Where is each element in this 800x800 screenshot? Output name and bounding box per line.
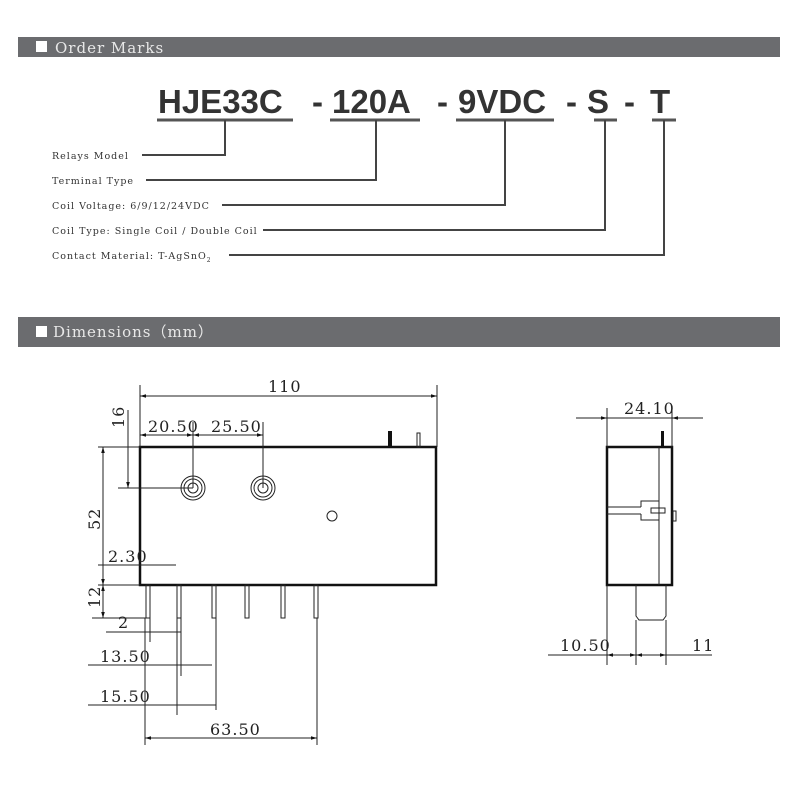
dimensions-title: Dimensions（mm） — [53, 323, 214, 341]
dim-top-offset: 16 — [109, 406, 128, 428]
order-marks-header: Order Marks — [18, 37, 780, 57]
dim-width: 110 — [268, 377, 302, 396]
code-coil-type: S — [587, 83, 609, 120]
dimensions-header: Dimensions（mm） — [18, 317, 780, 347]
dim-edge: 2.30 — [108, 547, 148, 566]
label-coil-voltage: Coil Voltage: 6/9/12/24VDC — [52, 201, 210, 212]
code-terminal: 120A — [332, 83, 411, 120]
label-contact-material: Contact Material: T-AgSnO2 — [52, 251, 212, 264]
dim-height: 52 — [85, 508, 104, 530]
dim-pin3: 15.50 — [100, 687, 151, 706]
model-code: HJE33C - 120A - 9VDC - S - T — [142, 83, 676, 256]
code-separator: - — [624, 83, 635, 120]
dim-pin-length: 12 — [85, 586, 104, 608]
code-separator: - — [437, 83, 448, 120]
code-voltage: 9VDC — [458, 83, 546, 120]
label-coil-type: Coil Type: Single Coil / Double Coil — [52, 226, 258, 237]
label-relays-model: Relays Model — [52, 151, 129, 162]
pins — [145, 584, 319, 619]
dim-depth: 24.10 — [624, 399, 675, 418]
square-bullet-icon — [36, 326, 47, 337]
code-model: HJE33C — [158, 83, 283, 120]
dim-stub-offset: 10.50 — [560, 636, 611, 655]
front-view: 110 16 20.50 25.50 52 2.30 12 2 13.50 — [85, 377, 438, 745]
order-marks-title: Order Marks — [55, 39, 164, 57]
dim-hole2: 25.50 — [211, 417, 262, 436]
order-labels: Relays Model Terminal Type Coil Voltage:… — [52, 151, 258, 264]
side-view: 24.10 10.50 11 — [548, 399, 714, 665]
dim-pin2: 13.50 — [100, 647, 151, 666]
dim-pin1: 2 — [118, 613, 129, 632]
dim-stub-width: 11 — [692, 636, 714, 655]
dim-hole1: 20.50 — [148, 417, 199, 436]
square-bullet-icon — [36, 41, 47, 52]
code-separator: - — [566, 83, 577, 120]
label-terminal-type: Terminal Type — [52, 176, 134, 187]
dim-pin-span: 63.50 — [210, 720, 261, 739]
code-contact: T — [650, 83, 670, 120]
code-separator: - — [312, 83, 323, 120]
